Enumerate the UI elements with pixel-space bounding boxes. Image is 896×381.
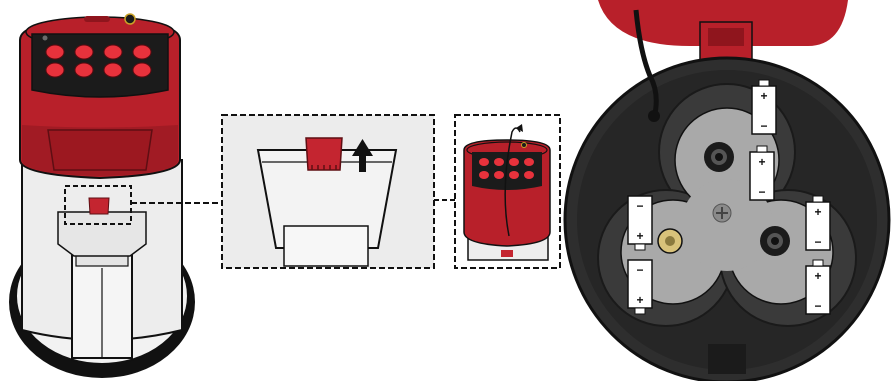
battery: + − xyxy=(749,145,775,201)
latch-detail-panel xyxy=(221,114,435,269)
battery: + − xyxy=(805,259,831,315)
battery-plus: + xyxy=(814,205,821,219)
battery-minus: − xyxy=(636,263,643,277)
battery-minus: − xyxy=(636,199,643,213)
button xyxy=(103,62,123,78)
battery-plus: + xyxy=(758,155,765,169)
button xyxy=(132,44,152,60)
cable xyxy=(633,9,659,119)
battery-minus: − xyxy=(814,299,821,313)
battery-plus: + xyxy=(636,293,643,307)
button xyxy=(103,44,123,60)
small-buttons xyxy=(479,158,534,179)
battery-plus: + xyxy=(814,269,821,283)
cover-inner-panel xyxy=(283,225,369,267)
battery-compartment-panel: + − + − + − + − − + xyxy=(563,0,891,381)
battery-minus: − xyxy=(758,185,765,199)
latch-tab-detail xyxy=(305,137,343,171)
button xyxy=(74,62,94,78)
button xyxy=(45,44,65,60)
battery-minus: − xyxy=(814,235,821,249)
center-screw-icon xyxy=(712,203,732,223)
cover-open-panel xyxy=(454,114,561,269)
latch-highlight-box xyxy=(64,185,132,225)
battery-cover-latch-area xyxy=(47,129,153,171)
arrow-up-icon xyxy=(352,139,373,172)
button xyxy=(74,44,94,60)
battery-minus: − xyxy=(760,119,767,133)
jack-socket xyxy=(124,13,136,25)
battery: + − xyxy=(751,79,777,135)
keypad-buttons xyxy=(45,44,152,78)
bottom-notch xyxy=(708,344,746,374)
small-latch xyxy=(501,250,513,257)
cover-body xyxy=(256,149,398,249)
battery: − + xyxy=(627,195,653,251)
battery: − + xyxy=(627,259,653,315)
battery-plus: + xyxy=(760,89,767,103)
terminal-posts xyxy=(657,142,790,256)
button xyxy=(132,62,152,78)
battery: + − xyxy=(805,195,831,251)
speaker-grille xyxy=(84,16,110,22)
button xyxy=(45,62,65,78)
megaphone-rear-view xyxy=(9,13,195,378)
battery-plus: + xyxy=(636,229,643,243)
latch-tab xyxy=(88,197,110,215)
led-indicator xyxy=(42,35,48,41)
handle-socket xyxy=(57,211,147,257)
